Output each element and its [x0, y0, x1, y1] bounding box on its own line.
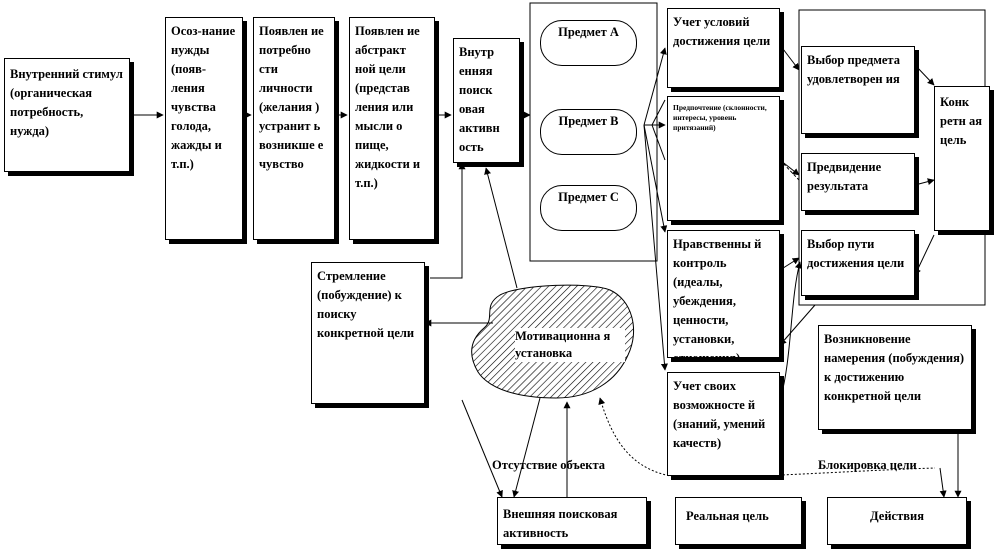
- predict-result-box: Предвидение результата: [801, 153, 915, 211]
- arrow-moral-to-path: [779, 257, 800, 271]
- line-preference-predict: [779, 159, 800, 181]
- arrow-to-moral: [643, 124, 668, 233]
- abstract-goal-box: Появлен ие абстракт ной цели (представ л…: [349, 17, 435, 240]
- choose-object-box: Выбор предмета удовлетворен ия: [801, 46, 915, 134]
- moral-control-box: Нравственны й контроль (идеалы, убеждени…: [667, 230, 780, 358]
- intention-box: Возникновение намерения (побуждения) к д…: [818, 325, 972, 430]
- goal-blocking-label: Блокировка цели: [818, 458, 917, 472]
- line-fan-a: [651, 99, 666, 126]
- object-c-oval: Предмет С: [540, 185, 637, 231]
- real-goal-box: Реальная цель: [675, 497, 802, 545]
- need-awareness-box: Осоз-нание нужды (появ-ления чувства гол…: [165, 17, 243, 240]
- own-abilities-box: Учет своих возможносте й (знаний, умений…: [667, 372, 780, 476]
- external-search-box: Внешняя поисковая активность: [497, 497, 647, 545]
- arrow-abilities-to-path: [779, 261, 802, 401]
- striving-box: Стремление (побуждение) к поиску конкрет…: [311, 262, 425, 404]
- arrow-predict-to-goal: [914, 178, 935, 186]
- arrow-to-abilities: [643, 124, 668, 371]
- concrete-goal-box: Конк ретн ая цель: [934, 86, 990, 231]
- arrow-preference-to-predict: [779, 159, 800, 176]
- arrow-blocking-to-actions: [939, 467, 947, 498]
- line-fan-b: [651, 124, 666, 161]
- arrow-conditions-to-choice: [779, 44, 800, 71]
- arrow-to-conditions: [643, 47, 667, 126]
- arrow-blocking-to-set: [598, 397, 936, 479]
- internal-search-box: Внутр енняя поиск овая активн ость: [453, 38, 520, 163]
- arrow-set-to-external: [512, 397, 541, 498]
- arrow-goal-to-path: [914, 234, 935, 276]
- preference-box: Предпочтение (склонности, интересы, уров…: [667, 96, 780, 221]
- arrow-striving-to-search: [430, 162, 466, 279]
- object-b-oval: Предмет В: [540, 109, 637, 155]
- personality-need-box: Появлен ие потребно сти личности (желани…: [253, 17, 335, 240]
- absence-of-object-label: Отсутствие объекта: [492, 458, 606, 472]
- choose-path-box: Выбор пути достижения цели: [801, 230, 915, 296]
- object-a-oval: Предмет А: [540, 20, 637, 66]
- internal-stimulus-box: Внутренний стимул (органическая потребно…: [4, 58, 130, 172]
- arrow-striving-to-external: [461, 399, 503, 498]
- arrow-set-to-search: [484, 167, 518, 289]
- arrow-choice-to-goal: [914, 64, 935, 86]
- arrow-decision-to-intention: [779, 304, 816, 346]
- motivational-set-label: Мотивационна я установка: [515, 328, 625, 362]
- actions-box: Действия: [827, 497, 967, 545]
- conditions-box: Учет условий достижения цели: [667, 8, 780, 88]
